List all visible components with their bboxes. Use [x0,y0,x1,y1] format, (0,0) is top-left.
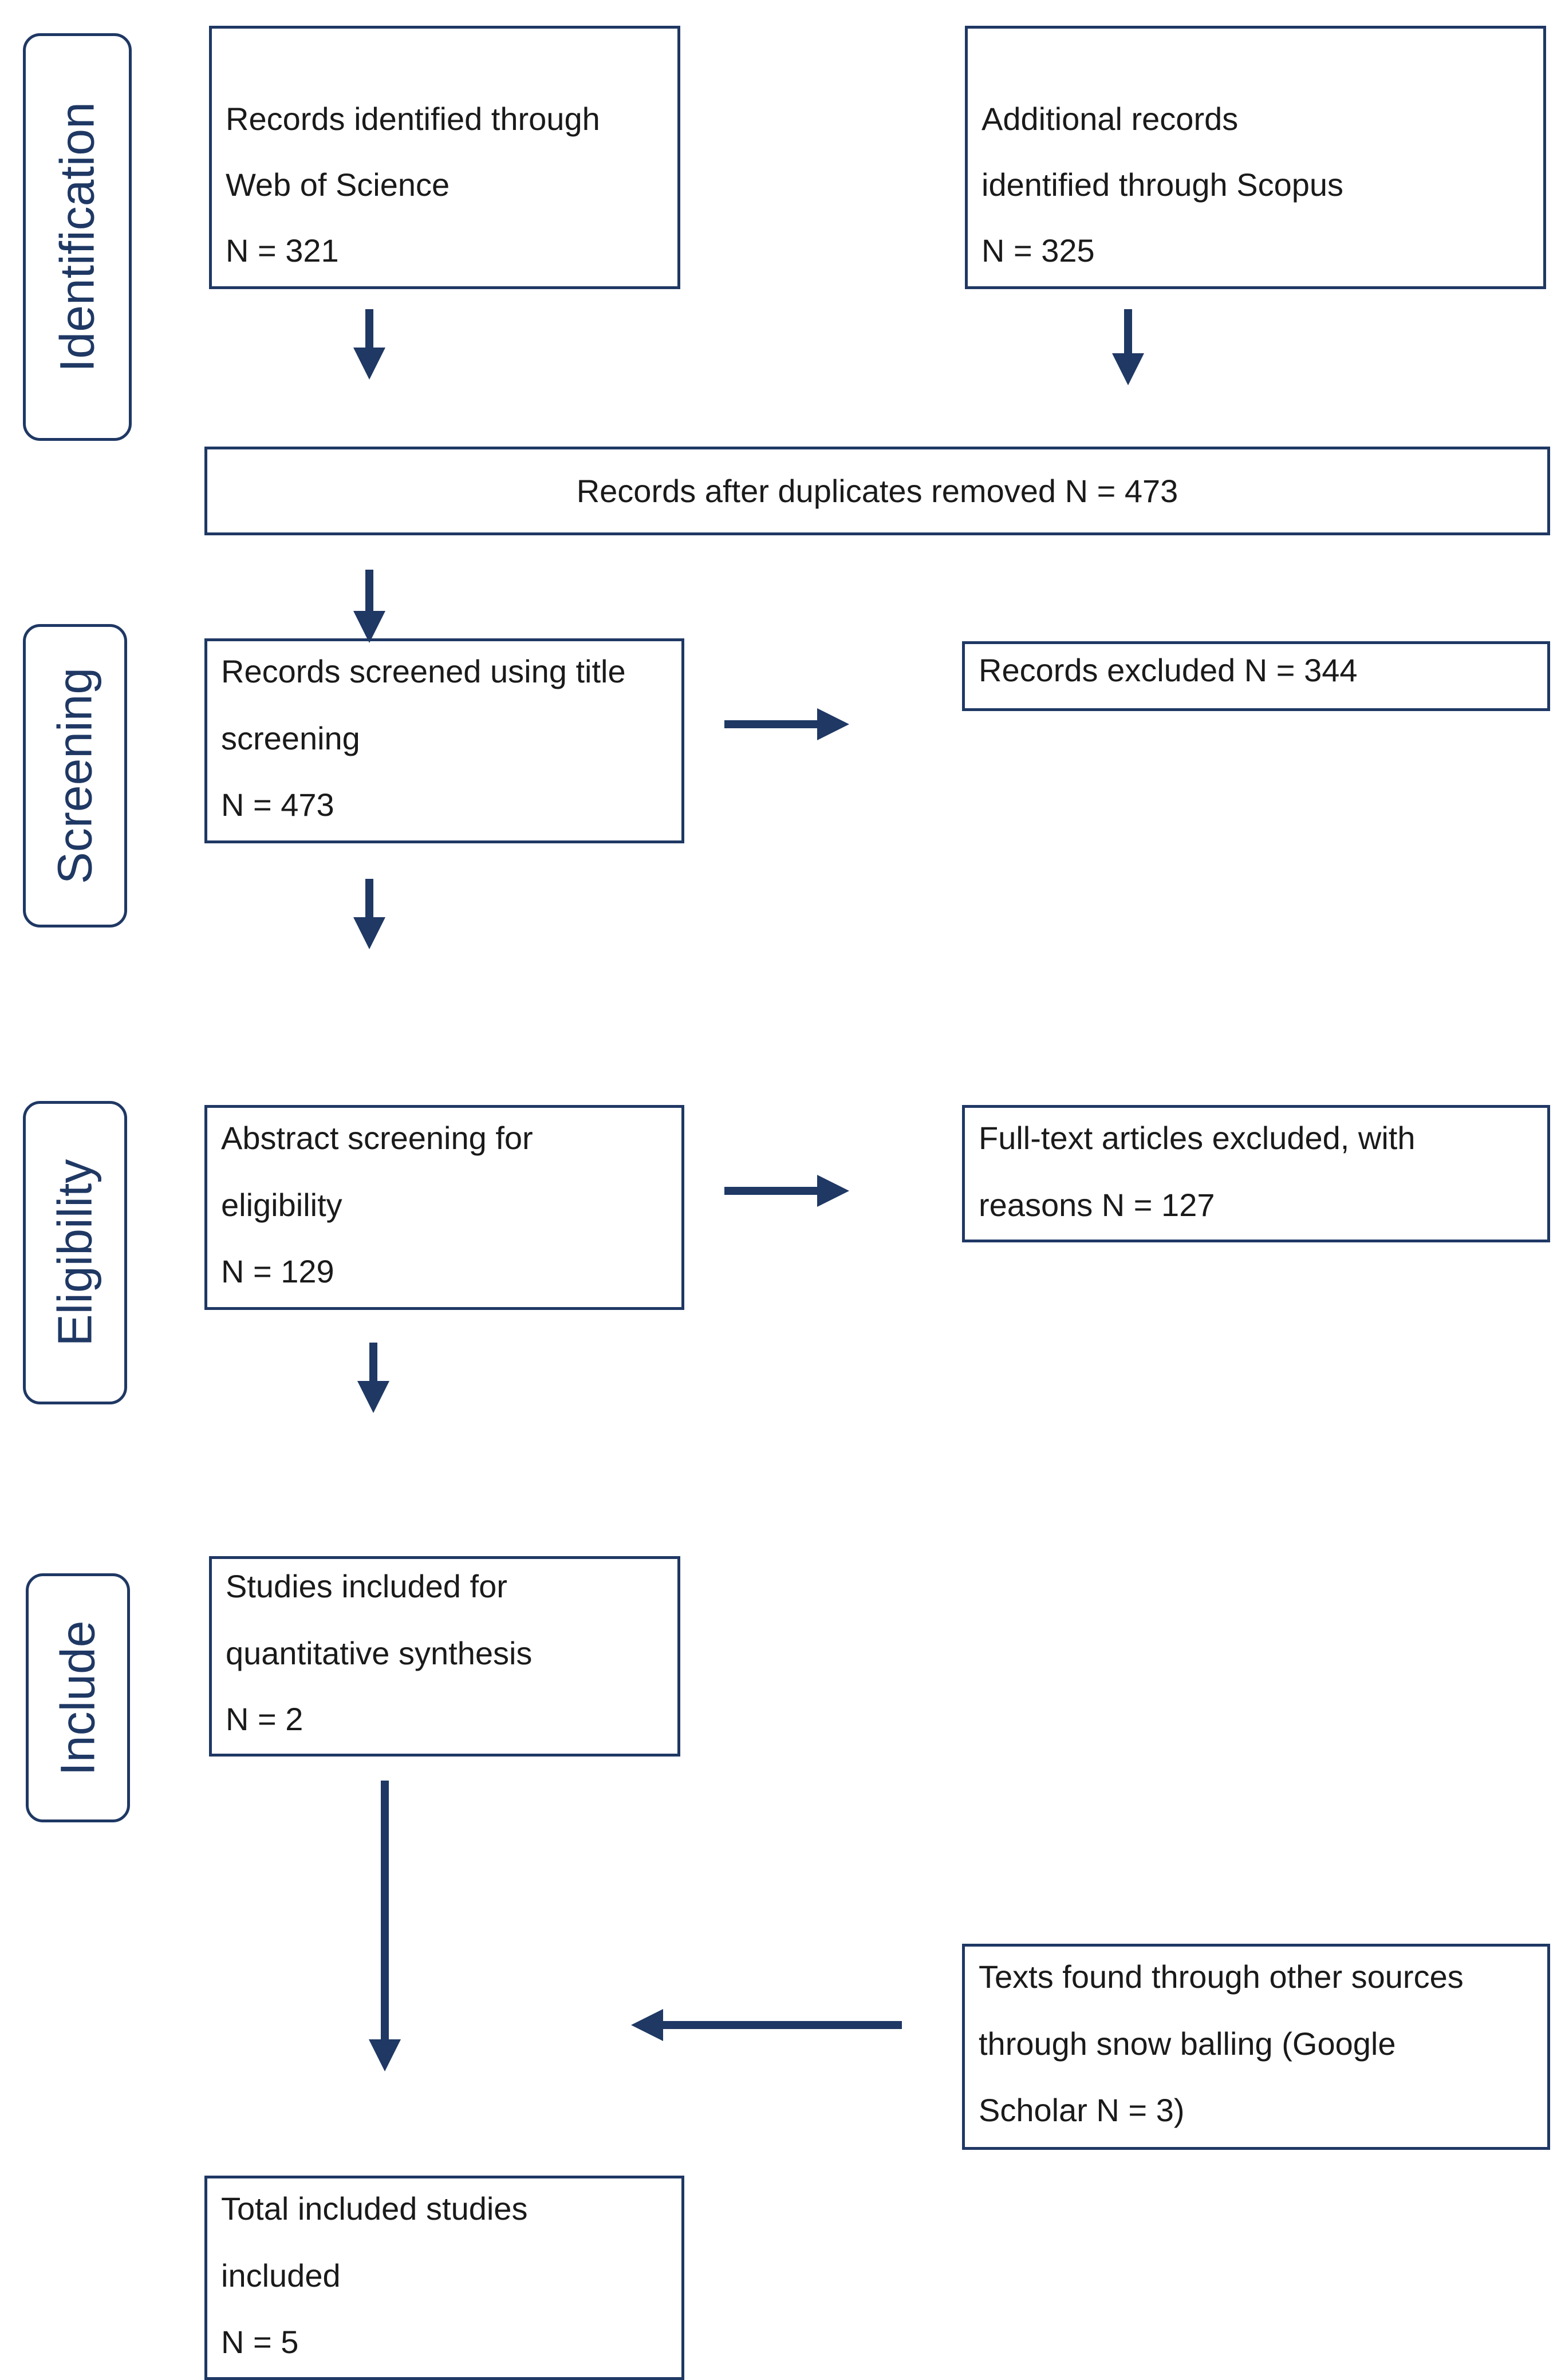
other-sources-line-2: through snow balling (Google [979,2026,1396,2062]
scopus-line-1: Additional records [981,101,1239,137]
web-of-science-count: N = 321 [226,232,339,269]
other-sources-line-3: Scholar N = 3) [979,2092,1185,2128]
abstract-screening-count: N = 129 [221,1253,334,1289]
fulltext-excluded-line-2: reasons N = 127 [979,1187,1215,1223]
records-excluded-text: Records excluded N = 344 [979,652,1358,688]
phase-screening-label: Screening [48,667,102,885]
abstract-screening-line-1: Abstract screening for [221,1120,533,1156]
web-of-science-line-1: Records identified through [226,101,600,137]
quantitative-synthesis-box: Studies included for quantitative synthe… [209,1556,680,1757]
phase-eligibility: Eligibility [23,1101,127,1404]
title-screening-line-1: Records screened using title [221,653,626,689]
title-screening-count: N = 473 [221,787,334,823]
total-included-line-1: Total included studies [221,2190,528,2227]
total-included-box: Total included studies included N = 5 [204,2176,684,2380]
title-screening-box: Records screened using title screening N… [204,638,684,843]
phase-identification: Identification [23,33,132,441]
abstract-screening-line-2: eligibility [221,1187,342,1223]
abstract-screening-box: Abstract screening for eligibility N = 1… [204,1105,684,1310]
scopus-box: Additional records identified through Sc… [965,26,1546,289]
web-of-science-box: Records identified through Web of Scienc… [209,26,680,289]
phase-include-label: Include [50,1620,105,1775]
quantitative-synthesis-line-2: quantitative synthesis [226,1635,533,1671]
other-sources-box: Texts found through other sources throug… [962,1944,1550,2150]
duplicates-removed-box: Records after duplicates removed N = 473 [204,447,1550,535]
phase-eligibility-label: Eligibility [48,1159,102,1347]
scopus-count: N = 325 [981,232,1095,269]
phase-identification-label: Identification [50,102,104,372]
records-excluded-box: Records excluded N = 344 [962,641,1550,711]
other-sources-line-1: Texts found through other sources [979,1959,1464,1995]
web-of-science-line-2: Web of Science [226,167,450,203]
total-included-count: N = 5 [221,2324,299,2360]
quantitative-synthesis-line-1: Studies included for [226,1568,507,1604]
phase-include: Include [26,1573,130,1822]
title-screening-line-2: screening [221,720,360,756]
total-included-line-2: included [221,2257,341,2294]
phase-screening: Screening [23,624,127,927]
fulltext-excluded-line-1: Full-text articles excluded, with [979,1120,1416,1156]
quantitative-synthesis-count: N = 2 [226,1701,303,1737]
fulltext-excluded-box: Full-text articles excluded, with reason… [962,1105,1550,1242]
scopus-line-2: identified through Scopus [981,167,1343,203]
duplicates-removed-text: Records after duplicates removed N = 473 [576,473,1178,509]
